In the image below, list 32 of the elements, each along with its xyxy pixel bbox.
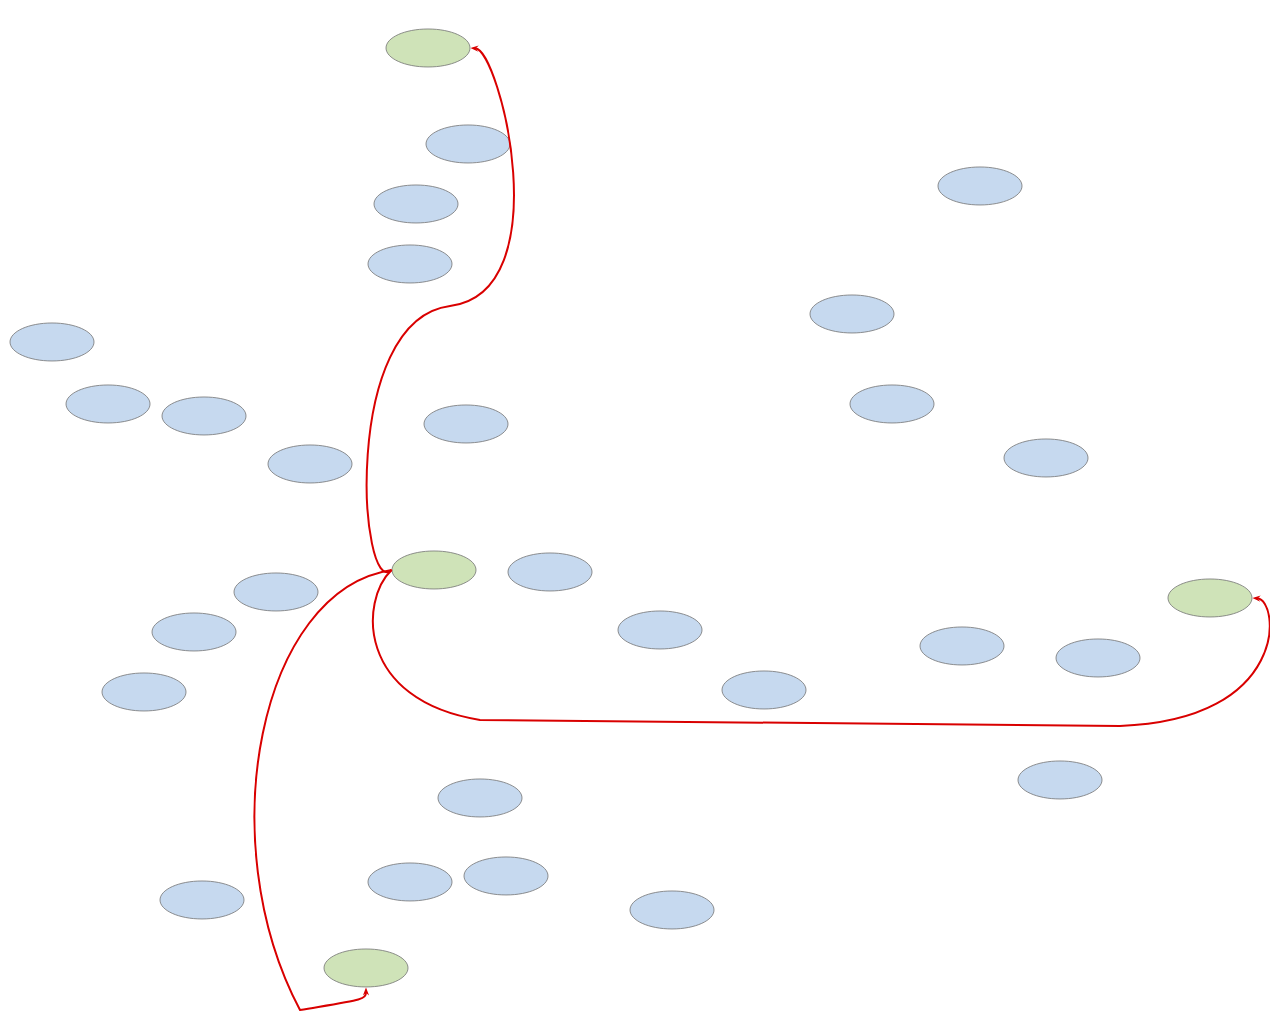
ellipse-node [423,404,509,444]
ellipse-node [721,670,807,710]
ellipse-node [617,610,703,650]
ellipse-node [919,626,1005,666]
ellipse-node [629,890,715,930]
ellipse-node [161,396,247,436]
ellipse-node [1003,438,1089,478]
ellipse-node [9,322,95,362]
ellipse-node [367,862,453,902]
ellipse-node [233,572,319,612]
ellipse-node [849,384,935,424]
ellipse-node [267,444,353,484]
ellipse-node [385,28,471,68]
ellipse-node [1017,760,1103,800]
arrow [371,568,1270,727]
arrow [253,568,393,1011]
ellipse-node [101,672,187,712]
ellipse-node [65,384,151,424]
ellipse-node [507,552,593,592]
ellipse-node [437,778,523,818]
ellipse-node [159,880,245,920]
ellipse-node [1167,578,1253,618]
ellipse-node [151,612,237,652]
ellipse-node [323,948,409,988]
ellipse-node [367,244,453,284]
ellipse-node [937,166,1023,206]
ellipse-node [809,294,895,334]
ellipse-node [373,184,459,224]
ellipse-node [425,124,511,164]
ellipse-node [391,550,477,590]
ellipse-node [463,856,549,896]
ellipse-node [1055,638,1141,678]
